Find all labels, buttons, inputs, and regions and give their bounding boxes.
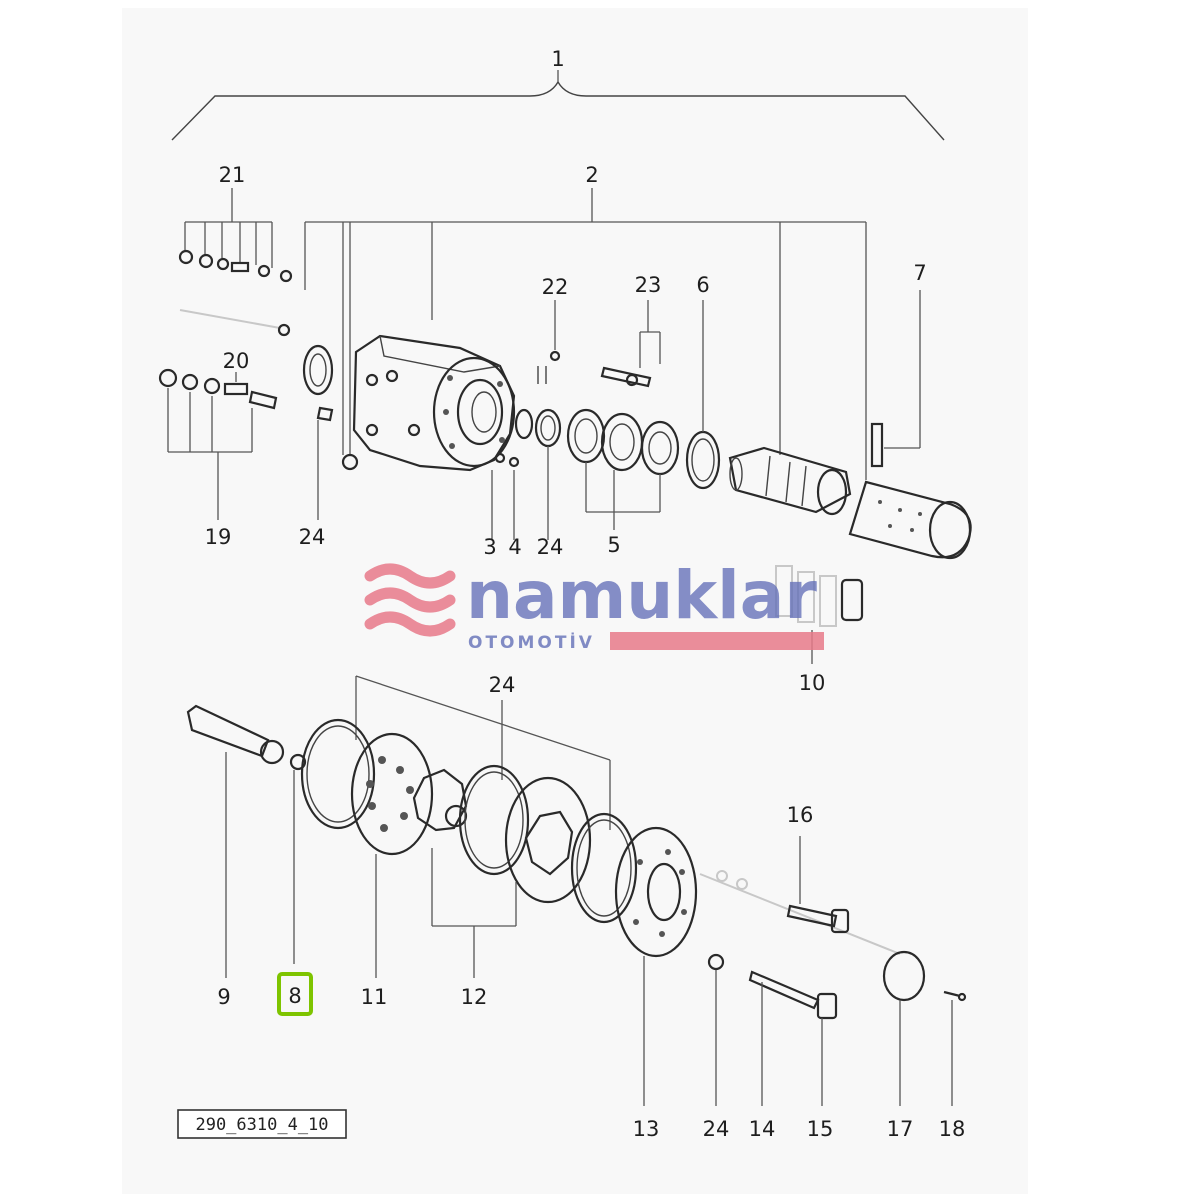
callout-14: 14	[749, 1117, 776, 1141]
outer-sleeve-7	[848, 290, 972, 560]
bolt-group-21	[178, 188, 293, 337]
seal-ring-housing	[302, 344, 334, 520]
washer-8	[289, 753, 307, 964]
diagram-sheet	[122, 8, 1028, 1194]
callout-16: 16	[787, 803, 814, 827]
callout-15: 15	[807, 1117, 834, 1141]
o-ring-large-2	[458, 764, 530, 876]
cover-17	[882, 950, 926, 1106]
callout-21: 21	[219, 163, 246, 187]
callout-12: 12	[461, 985, 488, 1009]
steering-unit-housing	[341, 334, 520, 540]
bracket-24-lower	[355, 675, 611, 830]
seal-set-5	[514, 408, 680, 540]
callout-24-lower: 24	[489, 673, 516, 697]
o-ring-large-1	[300, 718, 376, 830]
watermark-waves-icon	[364, 563, 456, 637]
callout-labels: 1 2 21 22 23 6 7 20 19 24 3 4 24 5 10 24…	[205, 47, 966, 1141]
reference-code-box: 290_6310_4_10	[177, 1109, 347, 1139]
callout-1: 1	[551, 47, 564, 71]
reference-code: 290_6310_4_10	[195, 1115, 328, 1135]
callout-23: 23	[635, 273, 662, 297]
callout-8: 8	[288, 984, 301, 1008]
callout-3: 3	[483, 535, 496, 559]
callout-17: 17	[887, 1117, 914, 1141]
washer-24-lower	[707, 953, 725, 1106]
o-ring-large-3	[570, 812, 638, 924]
callout-5: 5	[607, 533, 620, 557]
callout-20: 20	[223, 349, 250, 373]
leader-bracket-2	[304, 188, 867, 480]
drive-shaft-9	[186, 704, 285, 978]
callout-8-highlight[interactable]: 8	[277, 972, 313, 1016]
watermark: namuklar OTOMOTİV	[364, 557, 824, 653]
watermark-tagline-bar	[610, 632, 824, 650]
ghost-fasteners	[699, 870, 901, 955]
callout-24-upper-left: 24	[299, 525, 326, 549]
callout-10: 10	[799, 671, 826, 695]
check-valve-23	[600, 300, 661, 388]
gerotor-star	[412, 768, 468, 832]
watermark-subtitle: OTOMOTİV	[468, 631, 595, 653]
watermark-name: namuklar	[466, 557, 817, 634]
spool-sleeve	[728, 446, 852, 516]
callout-11: 11	[361, 985, 388, 1009]
end-cover-13	[614, 826, 698, 1106]
bolt-head-15	[816, 992, 838, 1106]
pin-22	[537, 300, 561, 384]
bolt-group-20	[158, 368, 278, 520]
callout-24-upper-mid: 24	[537, 535, 564, 559]
bolt-14	[748, 970, 820, 1106]
retaining-ring-6	[685, 300, 721, 490]
callout-7: 7	[913, 261, 926, 285]
callout-4: 4	[508, 535, 521, 559]
callout-13: 13	[633, 1117, 660, 1141]
callout-24-bottom: 24	[703, 1117, 730, 1141]
callout-9: 9	[217, 985, 230, 1009]
screw-18	[943, 990, 967, 1106]
callout-2: 2	[585, 163, 598, 187]
callout-22: 22	[542, 275, 569, 299]
callout-18: 18	[939, 1117, 966, 1141]
screw-16	[786, 836, 850, 934]
distributor-plate-11	[350, 732, 434, 978]
gear-ring-12	[431, 776, 592, 978]
callout-6: 6	[696, 273, 709, 297]
callout-19: 19	[205, 525, 232, 549]
assembly-brace	[171, 70, 945, 141]
